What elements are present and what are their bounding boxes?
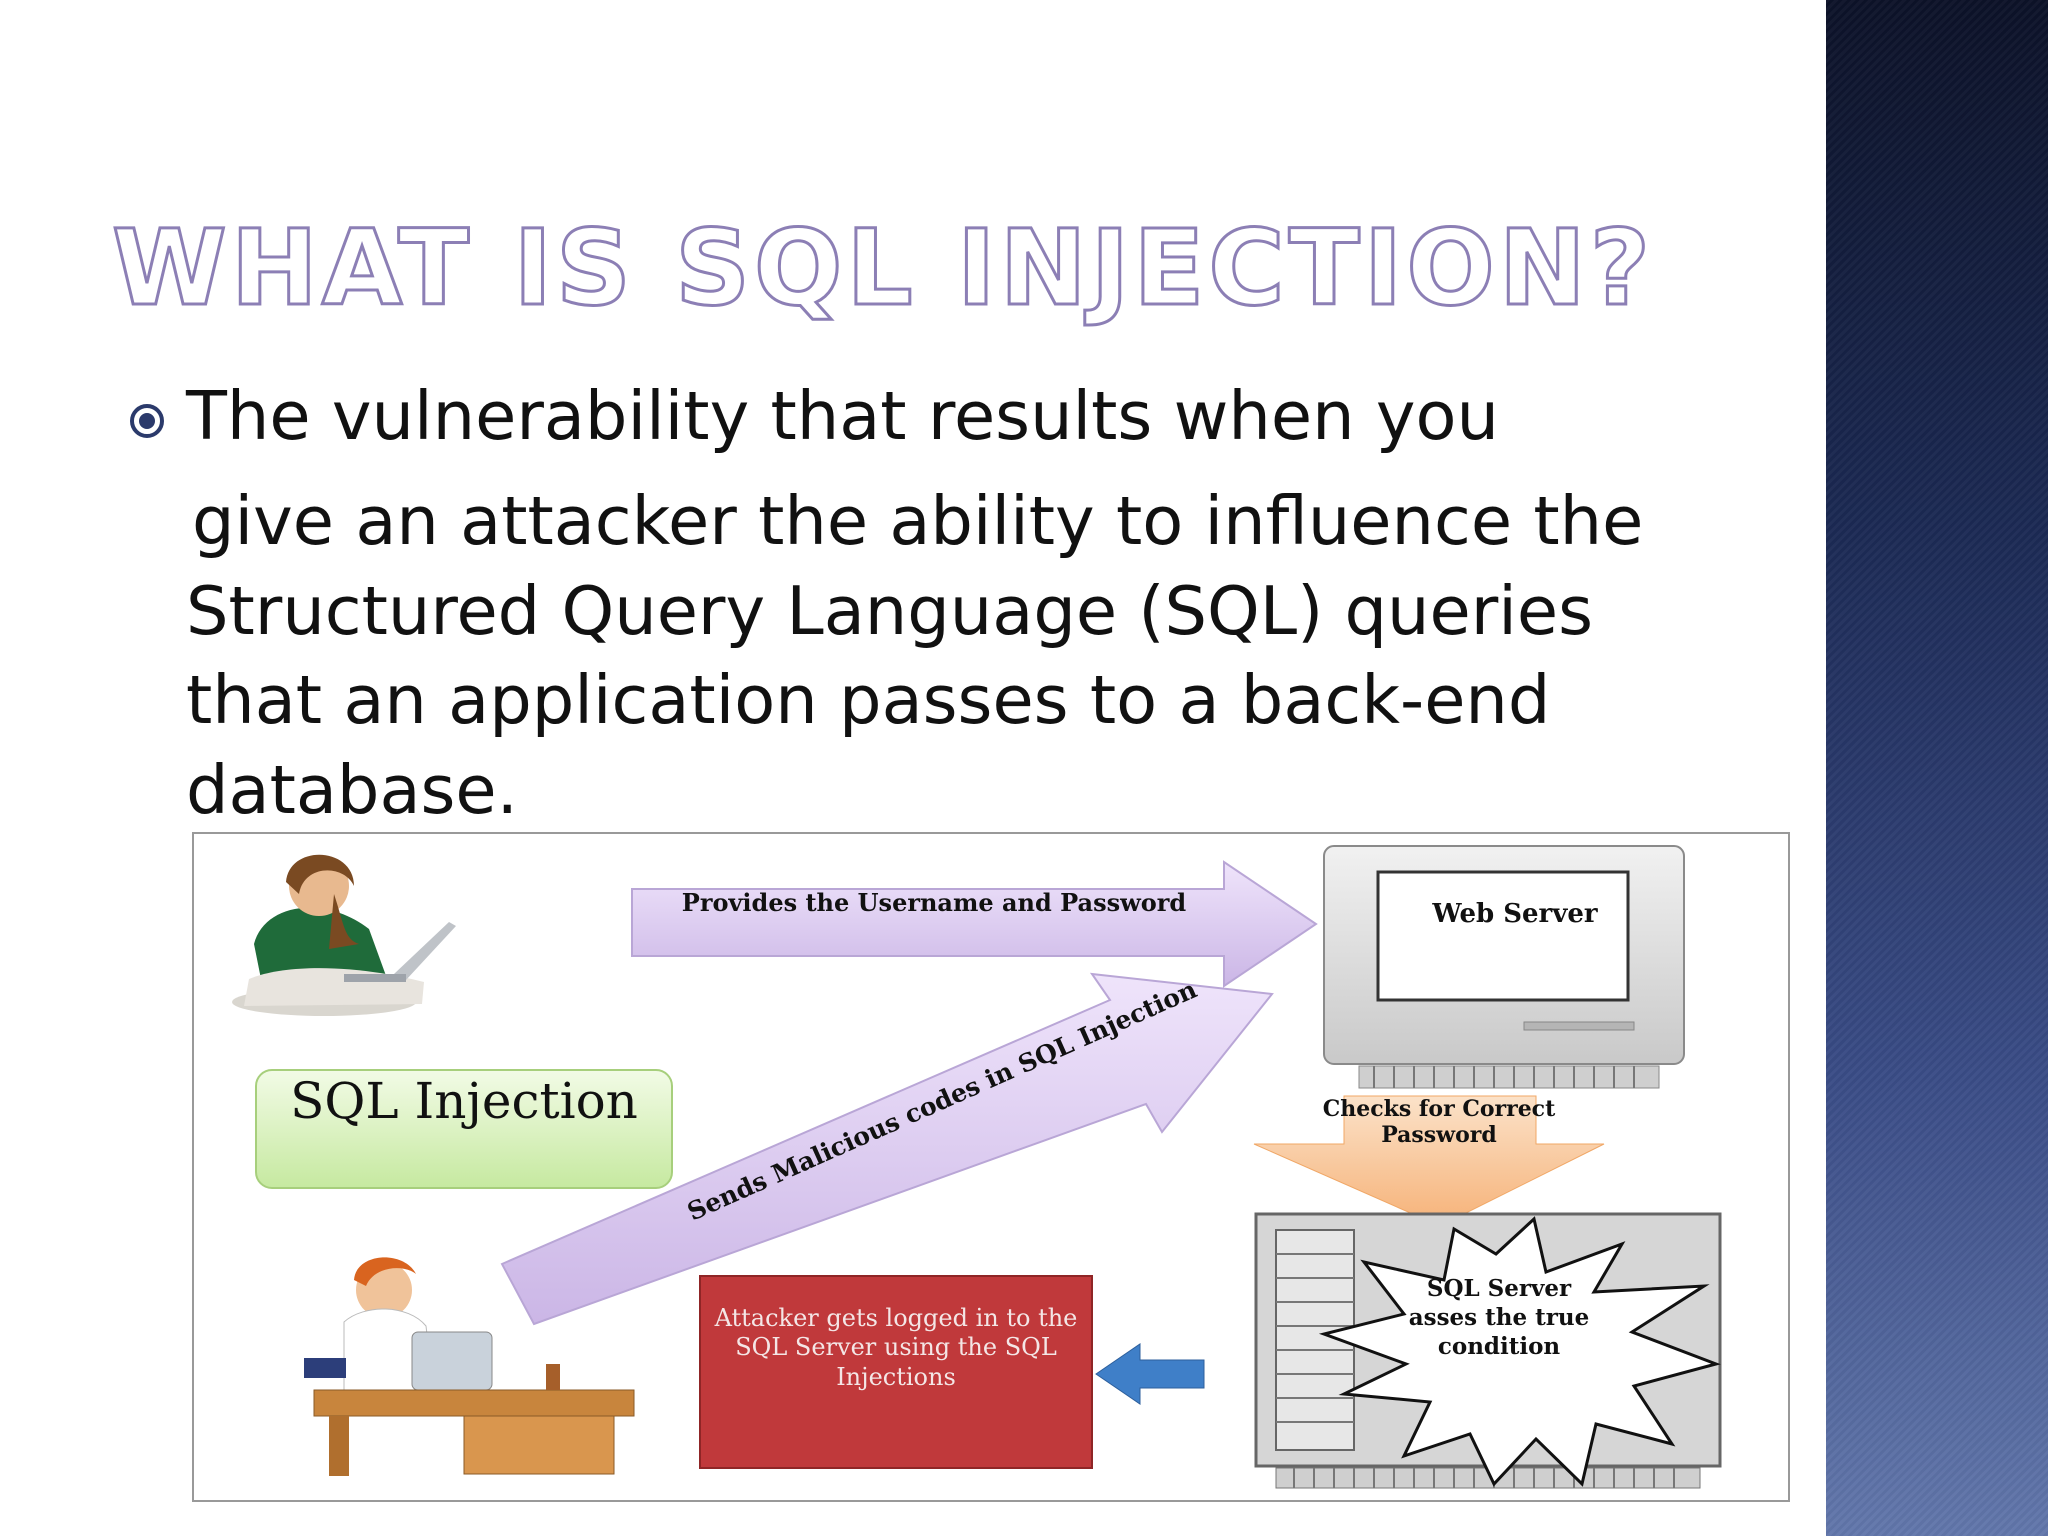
sql-injection-box bbox=[255, 1069, 673, 1189]
starburst-callout bbox=[1318, 1216, 1721, 1487]
attacker-result-box bbox=[699, 1275, 1093, 1469]
web-server-computer-icon bbox=[1323, 845, 1685, 1089]
body-line: give an attacker the ability to influenc… bbox=[192, 482, 1644, 560]
woman-laptop-illustration bbox=[232, 854, 456, 1016]
arrow-sends-malicious-code bbox=[500, 972, 1274, 1326]
body-line: that an application passes to a back-end bbox=[186, 661, 1551, 739]
attacker-result-label: Attacker gets logged in to the SQL Serve… bbox=[714, 1304, 1078, 1391]
checks-password-label: Checks for Correct Password bbox=[1322, 1096, 1556, 1149]
arrow-provides-credentials bbox=[631, 860, 1318, 988]
diagram-graphics bbox=[232, 845, 1722, 1489]
blue-left-arrow-icon bbox=[1095, 1343, 1205, 1405]
circle-bullet-icon bbox=[130, 404, 164, 438]
man-at-desk-illustration bbox=[304, 1257, 635, 1476]
sql-injection-label: SQL Injection bbox=[290, 1072, 638, 1130]
body-line: The vulnerability that results when you bbox=[186, 377, 1499, 455]
web-server-label: Web Server bbox=[1432, 899, 1598, 929]
provides-credentials-label: Provides the Username and Password bbox=[681, 888, 1187, 917]
sql-server-label: SQL Server asses the true condition bbox=[1408, 1275, 1590, 1361]
sql-injection-diagram: Provides the Username and Password Web S… bbox=[192, 832, 1790, 1502]
body-line: database. bbox=[186, 751, 518, 829]
side-decor-panel bbox=[1826, 0, 2048, 1536]
slide-title: WHAT IS SQL INJECTION? bbox=[111, 206, 1655, 331]
arrow-checks-password bbox=[1253, 1095, 1605, 1227]
body-line: Structured Query Language (SQL) queries bbox=[186, 572, 1594, 650]
